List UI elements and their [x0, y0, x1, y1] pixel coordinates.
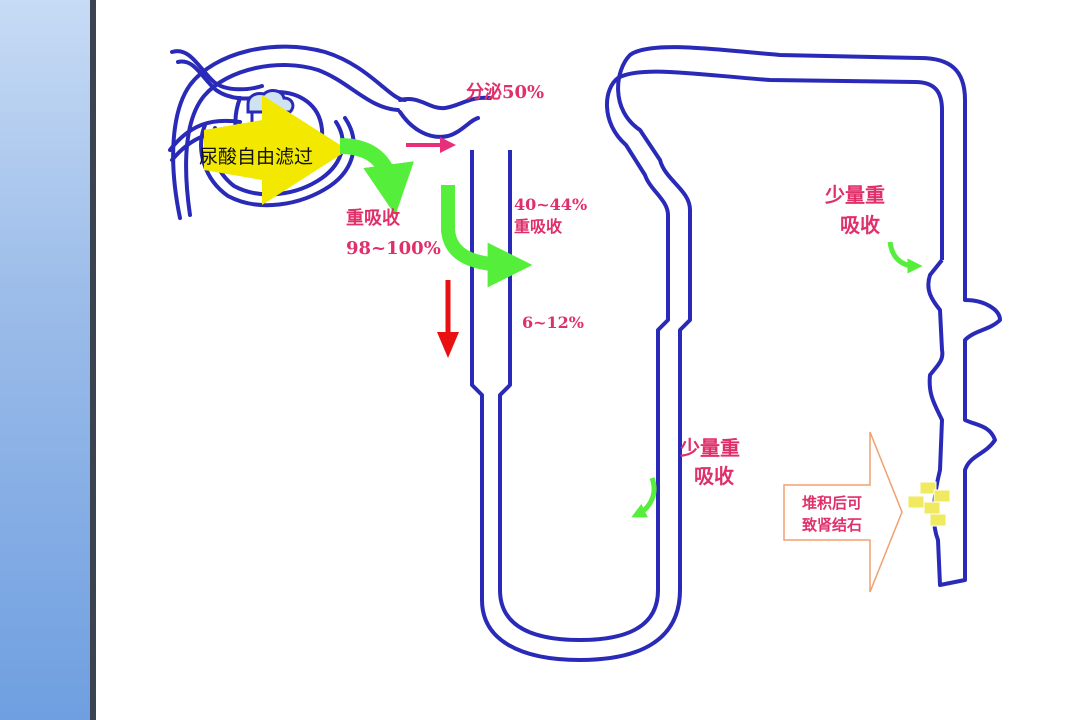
- filtration-arrow: [204, 95, 348, 205]
- loop-of-henle: [470, 45, 967, 662]
- reabsorption-proximal-label: 重吸收: [514, 217, 563, 236]
- collecting-duct: [926, 258, 1002, 587]
- reabsorption-main-percent: 98~100%: [346, 238, 441, 259]
- reabsorption-arrow-proximal: [441, 185, 533, 288]
- reabsorption-proximal-percent: 40~44%: [514, 195, 588, 214]
- loop-reabsorption-label-1: 少量重: [680, 436, 740, 460]
- stone-note-arrow: [783, 431, 903, 593]
- reabsorption-arrow-main: [339, 138, 414, 216]
- urate-crystals: [907, 481, 951, 527]
- filtration-label: 尿酸自由滤过: [199, 146, 314, 168]
- kidney-stone-note-line-2: 致肾结石: [801, 516, 862, 534]
- kidney-stone-note: 堆积后可 致肾结石: [792, 492, 872, 536]
- slide-side-band: [0, 0, 90, 720]
- excretion-arrow: [437, 280, 459, 358]
- secretion-label: 分泌50%: [466, 82, 545, 103]
- slide-side-rule: [90, 0, 96, 720]
- loop-reabsorption-label-2: 吸收: [694, 464, 734, 488]
- remaining-percent-label: 6~12%: [522, 313, 585, 332]
- reabsorption-arrow-loop: [631, 477, 657, 518]
- distal-reabsorption-label-1: 少量重: [825, 183, 885, 207]
- secretion-arrow: [406, 137, 456, 153]
- distal-reabsorption-label-2: 吸收: [840, 213, 880, 237]
- kidney-stone-note-line-1: 堆积后可: [801, 494, 862, 512]
- reabsorption-arrow-distal: [887, 241, 923, 274]
- reabsorption-main-label: 重吸收: [346, 208, 400, 229]
